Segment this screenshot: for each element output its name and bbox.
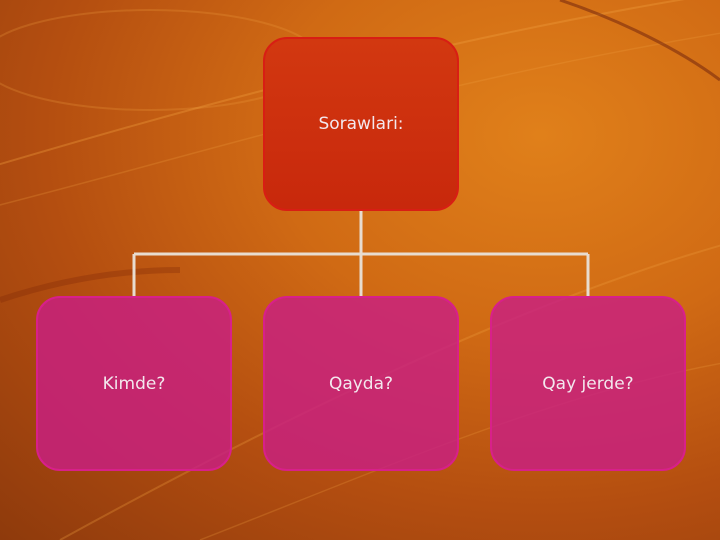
child-node-qayda: Qayda? <box>263 296 459 471</box>
root-node: Sorawlari: <box>263 37 459 211</box>
child-node-qay-jerde: Qay jerde? <box>490 296 686 471</box>
child-node-label: Qay jerde? <box>542 373 634 394</box>
child-node-label: Qayda? <box>328 373 394 394</box>
child-node-kimde: Kimde? <box>36 296 232 471</box>
root-node-label: Sorawlari: <box>318 114 404 134</box>
child-node-label: Kimde? <box>102 373 166 394</box>
